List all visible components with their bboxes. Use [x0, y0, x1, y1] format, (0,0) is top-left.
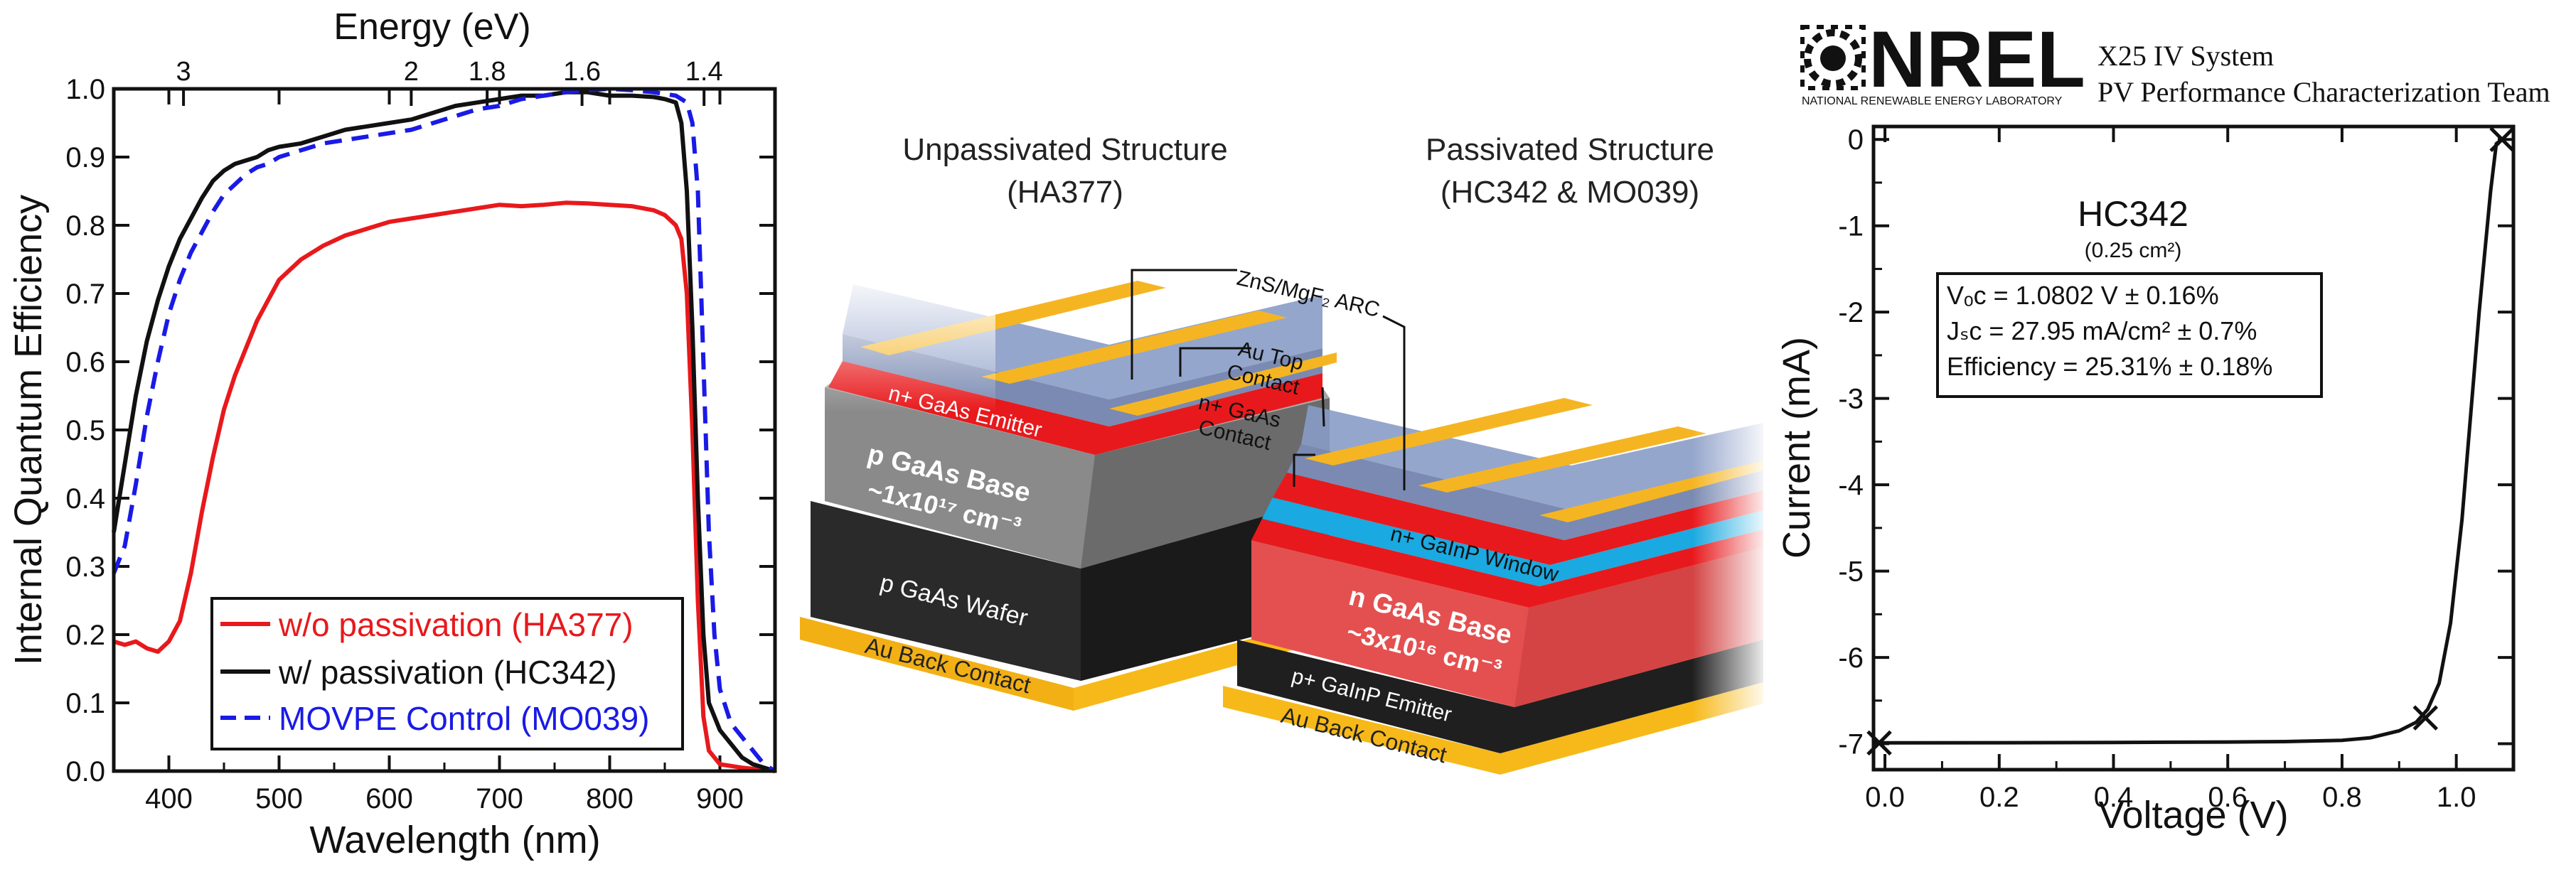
iqe-y-tick-label: 0.8: [65, 210, 105, 242]
iv-y-tick-label: -2: [1838, 297, 1864, 328]
left-top-finger-2: [981, 311, 1287, 384]
iv-x-tick-labels: 0.0 0.2 0.4 0.6 0.8 1.0: [1865, 782, 2476, 813]
iqe-y-tick-labels: 0.0 0.1 0.2 0.3 0.4 0.5 0.6 0.7 0.8 0.9 1.0: [65, 74, 105, 787]
team-name: PV Performance Characterization Team: [2097, 76, 2550, 108]
iqe-x-tick-label: 800: [586, 783, 634, 814]
right-bottom-emitter-block: [1237, 640, 1763, 753]
iqe-y-tick-label: 0.7: [65, 279, 105, 310]
iv-y-tick-label: -4: [1838, 470, 1864, 501]
nrel-logo-subtext: NATIONAL RENEWABLE ENERGY LABORATORY: [1802, 95, 2063, 107]
iqe-energy-tick-label: 1.6: [563, 57, 601, 87]
iqe-y-tick-label: 0.2: [65, 620, 105, 651]
iqe-series-line-2: [112, 87, 776, 773]
passivated-title: Passivated Structure: [1426, 132, 1714, 167]
iqe-series-line-1: [112, 90, 776, 773]
iv-y-tick-label: -3: [1838, 384, 1864, 415]
iqe-x-tick-label: 400: [145, 783, 193, 814]
passivated-sample-ids: (HC342 & MO039): [1441, 175, 1699, 210]
iqe-x-tick-labels: 400 500 600 700 800 900: [145, 783, 744, 814]
iv-curve: [1874, 138, 2503, 745]
iv-y-tick-label: -1: [1838, 211, 1864, 242]
right-au-back-contact: [1223, 682, 1763, 775]
iv-x-axis-title: Voltage (V): [2098, 794, 2288, 836]
iv-y-tick-label: -6: [1838, 642, 1864, 674]
iqe-y-tick-label: 0.3: [65, 551, 105, 583]
unpassivated-stack: n+ GaAs Emitter p GaAs Base ~1x10¹⁷ cm⁻³…: [782, 270, 1337, 711]
iqe-y-tick-label: 0.6: [65, 347, 105, 378]
iqe-chart: 400 500 600 700 800 900 0.0 0.1 0.2 0.3 0.4 0.5 0.6…: [7, 6, 777, 861]
iqe-x-tick-label: 700: [476, 783, 523, 814]
iv-jsc: Jₛᴄ = 27.95 mA/cm² ± 0.7%: [1947, 316, 2257, 345]
iv-x-tick-label: 0.2: [1979, 782, 2019, 813]
iqe-x-tick-label: 600: [365, 783, 413, 814]
iv-panel: NREL NATIONAL RENEWABLE ENERGY LABORATOR…: [1775, 15, 2550, 836]
iv-y-tick-label: -5: [1838, 556, 1864, 588]
iv-device-area: (0.25 cm²): [2085, 239, 2182, 262]
iqe-y-tick-label: 0.0: [65, 756, 105, 787]
nrel-logo: NREL NATIONAL RENEWABLE ENERGY LABORATOR…: [1800, 15, 2085, 107]
legend-label-hc342: w/ passivation (HC342): [278, 654, 617, 691]
iqe-series: [112, 87, 776, 773]
legend-label-ha377: w/o passivation (HA377): [278, 606, 634, 643]
iv-marker-x-2: [2489, 127, 2515, 152]
iqe-energy-tick-label: 2: [404, 57, 419, 87]
iv-y-tick-labels: 0 -1 -2 -3 -4 -5 -6 -7: [1838, 124, 1864, 760]
iv-x-tick-label: 1.0: [2437, 782, 2476, 813]
iqe-top-axis-title: Energy (eV): [333, 6, 530, 48]
passivated-stack: n+ GaInP Window n GaAs Base ~3x10¹⁶ cm⁻³…: [1223, 398, 1770, 782]
iv-marker-x-1: [2412, 705, 2439, 731]
iv-plot-frame: [1871, 124, 2516, 772]
right-arc-layer: [1287, 444, 1763, 540]
iv-results-box: [1936, 272, 2323, 398]
iqe-y-tick-label: 0.9: [65, 142, 105, 173]
iqe-energy-tick-label: 1.8: [469, 57, 506, 87]
iv-y-axis-title: Current (mA): [1775, 337, 1818, 559]
right-top-finger-1: [1305, 398, 1593, 465]
unpassivated-sample-id: (HA377): [1007, 175, 1123, 210]
nrel-logo-wordmark: NREL: [1869, 15, 2085, 104]
iqe-x-axis-title: Wavelength (nm): [309, 819, 600, 861]
iv-y-tick-label: -7: [1838, 729, 1864, 760]
iv-x-tick-label: 0.4: [2094, 782, 2134, 813]
right-top-finger-2: [1418, 426, 1706, 492]
unpassivated-title: Unpassivated Structure: [902, 132, 1227, 167]
iqe-x-tick-label: 500: [255, 783, 303, 814]
iqe-y-tick-label: 1.0: [65, 74, 105, 105]
iqe-legend: w/o passivation (HA377) w/ passivation (…: [210, 597, 684, 750]
iqe-energy-tick-label: 1.4: [685, 57, 723, 87]
iqe-x-tick-label: 900: [696, 783, 744, 814]
iqe-plot-frame: [112, 87, 777, 773]
iv-marker-x-0: [1866, 730, 1892, 756]
system-name: X25 IV System: [2097, 40, 2274, 72]
iv-x-tick-label: 0.6: [2208, 782, 2248, 813]
iqe-y-tick-label: 0.5: [65, 415, 105, 446]
iqe-top-tick-labels: 3 2 1.8 1.6 1.4: [176, 57, 723, 87]
iv-x-tick-label: 0.0: [1865, 782, 1905, 813]
nrel-logo-mark-icon: [1800, 25, 1866, 90]
iqe-y-tick-label: 0.4: [65, 483, 105, 515]
iv-y-tick-label: 0: [1848, 124, 1864, 156]
iv-device-name: HC342: [2078, 194, 2188, 234]
iqe-energy-tick-label: 3: [176, 57, 191, 87]
iv-curve-line: [1874, 138, 2503, 745]
iv-markers: [1866, 127, 2515, 756]
iqe-series-line-0: [113, 200, 776, 773]
right-contact-layer: [1273, 473, 1763, 565]
iv-efficiency: Efficiency = 25.31% ± 0.18%: [1947, 352, 2272, 381]
iqe-y-tick-label: 0.1: [65, 688, 105, 719]
iqe-legend-box: [210, 597, 684, 750]
left-top-finger-3: [1109, 352, 1337, 416]
diagram-leader-lines: [1131, 269, 1406, 490]
legend-label-mo039: MOVPE Control (MO039): [279, 700, 649, 737]
iqe-y-axis-title: Internal Quantum Efficiency: [7, 195, 50, 665]
device-structure-diagram: Unpassivated Structure (HA377) Passivate…: [782, 132, 1770, 782]
iv-x-tick-label: 0.8: [2322, 782, 2362, 813]
iv-voc: Vₒᴄ = 1.0802 V ± 0.16%: [1947, 281, 2219, 310]
iv-ticks: [1874, 127, 2515, 770]
right-window-layer: [1262, 497, 1763, 586]
